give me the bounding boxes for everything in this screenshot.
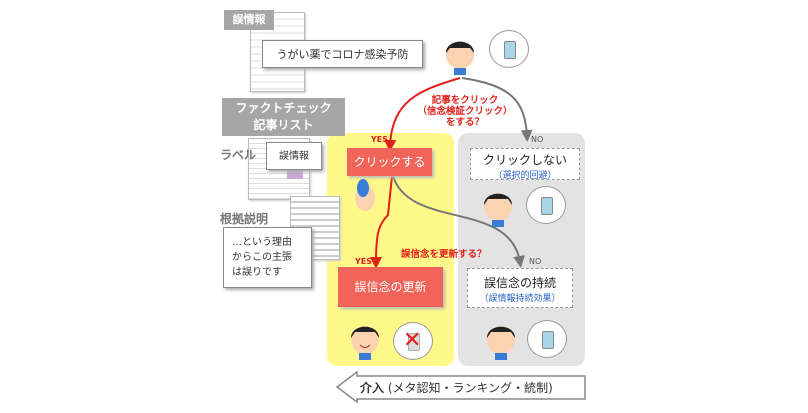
worried-person-icon [484,193,512,227]
evidence-bubble: …という理由 からこの主張 は誤りです [223,227,312,288]
question-update-belief: 誤信念を更新する？ [401,249,487,260]
intervention-arrow [335,370,586,404]
intervention-label: 介入 (メタ認知・ランキング・統制) [360,379,553,396]
thought-bubble-mouthwash-icon [489,30,529,68]
evidence-line: からこの主張 [232,252,292,263]
no-label: NO [531,135,544,144]
thought-bubble-mouthwash-icon [526,186,566,224]
belief-persist-sub: （誤情報持続効果） [479,294,561,304]
mouse-hand-icon [355,179,375,211]
factcheck-label-line2: 記事リスト [253,118,314,132]
arrow-no-1 [461,77,533,142]
belief-persist-label: 誤信念の持続 [483,276,556,290]
evidence-line: は誤りです [232,267,282,278]
question-click-article: 記事をクリック （信念検証クリック） をする？ [405,95,525,128]
factcheck-label-line1: ファクトチェック [235,101,332,115]
intervention-bold: 介入 [360,381,385,395]
misinfo-bubble: うがい薬でコロナ感染予防 [262,40,423,68]
no-click-label: クリックしない [482,153,567,167]
intervention-detail: (メタ認知・ランキング・統制) [384,381,553,395]
worried-person-icon [446,41,474,75]
label-bubble: 誤情報 [266,142,322,170]
arrow-yes-1 [384,77,461,152]
belief-persist-box: 誤信念の持続 （誤情報持続効果） [467,268,573,308]
label-section-text: ラベル [220,148,257,162]
evidence-line: …という理由 [232,237,292,248]
question1-line: をする？ [445,117,484,128]
question1-line: 記事をクリック [431,95,499,106]
yes-label: YES [355,257,373,266]
yes-label: YES [371,135,389,144]
misinfo-label: 誤情報 [224,10,274,30]
thought-bubble-crossed-mouthwash-icon: ✕ [393,322,433,360]
worried-person-icon [487,326,515,360]
belief-update-box: 誤信念の更新 [338,267,443,307]
arrow-no-2 [392,175,525,268]
factcheck-list-label: ファクトチェック 記事リスト [222,98,345,136]
click-box: クリックする [347,148,432,176]
arrow-yes-2 [370,175,393,269]
happy-person-icon [351,326,379,360]
evidence-label: 根拠説明 [220,212,269,226]
question1-line: （信念検証クリック） [417,106,513,117]
no-click-box: クリックしない （選択的回避） [470,148,580,181]
no-label: NO [529,257,542,266]
no-click-sub: （選択的回避） [493,171,557,181]
thought-bubble-mouthwash-icon [527,320,567,358]
